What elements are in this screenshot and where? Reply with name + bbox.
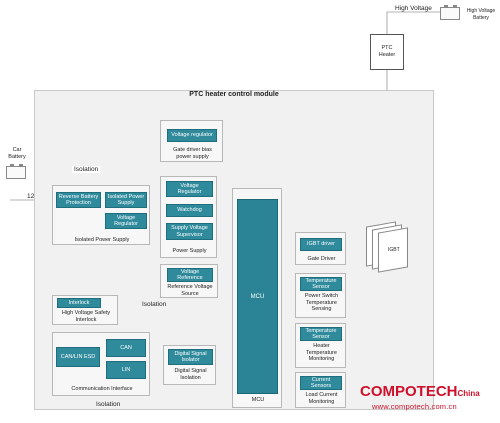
watchdog: Watchdog (166, 204, 213, 217)
reference-voltage-caption: Reference Voltage Source (167, 284, 213, 297)
power-voltage-regulator: Voltage Regulator (166, 181, 213, 197)
twelve-volt-label: 12V (27, 193, 39, 200)
hv-safety-interlock-block: Interlock High Voltage Safety Interlock (52, 295, 118, 325)
gate-bias-voltage-regulator: Voltage regulator (167, 129, 217, 142)
power-supply-block: Voltage Regulator Watchdog Supply Voltag… (160, 176, 217, 258)
power-switch-temp-block: Temperature Sensor Power Switch Temperat… (295, 273, 346, 318)
compotech-watermark: COMPOTECHChina (360, 383, 500, 401)
digital-signal-isolator: Digital Signal Isolator (168, 349, 213, 365)
heater-temp-caption: Heater Temperature Monitoring (306, 343, 337, 362)
mcu-block: MCU MCU (232, 188, 282, 408)
igbt-stack: IGBT (366, 221, 410, 274)
mcu-core: MCU (237, 199, 278, 394)
mcu-caption: MCU (251, 397, 265, 403)
power-supply-caption: Power Supply (172, 248, 207, 254)
switch-temperature-sensor: Temperature Sensor (300, 277, 342, 291)
voltage-reference: Voltage Reference (167, 268, 213, 282)
isolated-power-supply: Isolated Power Supply (105, 192, 147, 208)
gate-bias-caption: Gate driver bias power supply (173, 147, 212, 160)
ptc-heater-box: PTC Heater (370, 34, 404, 70)
dsi-caption: Digital Signal Isolation (174, 368, 207, 381)
gate-driver-block: IGBT driver Gate Driver (295, 232, 346, 265)
watermark-suffix: China (457, 389, 480, 398)
car-battery-label: Car Battery (8, 147, 26, 160)
igbt-label: IGBT (388, 247, 400, 253)
watermark-url: www.compotech.com.cn (372, 402, 457, 411)
interlock-caption: High Voltage Safety Interlock (61, 310, 111, 323)
communication-interface-block: CAN/LIN ESD CAN LIN Communication Interf… (52, 332, 150, 396)
isolated-power-supply-block: Reverse Battery Protection Isolated Powe… (52, 185, 150, 245)
module-title: PTC heater control module (189, 91, 279, 98)
load-current-block: Current Sensors Load Current Monitoring (295, 372, 346, 408)
heater-temp-block: Temperature Sensor Heater Temperature Mo… (295, 323, 346, 368)
lin: LIN (106, 361, 146, 379)
communication-caption: Communication Interface (71, 386, 133, 392)
isolation-label-middle: Isolation (140, 301, 169, 308)
hv-battery-icon (440, 5, 460, 20)
power-switch-temp-caption: Power Switch Temperature Sensing (304, 293, 339, 312)
hv-battery-label: High Voltage Battery (466, 8, 496, 21)
load-current-caption: Load Current Monitoring (305, 392, 338, 405)
interlock: Interlock (57, 298, 101, 308)
isolated-ps-caption: Isolated Power Supply (74, 237, 130, 243)
can: CAN (106, 339, 146, 357)
reverse-battery-protection: Reverse Battery Protection (56, 192, 101, 208)
igbt-driver: IGBT driver (300, 238, 342, 251)
reference-voltage-block: Voltage Reference Reference Voltage Sour… (160, 264, 218, 298)
isolation-label-bottom: Isolation (94, 401, 123, 408)
gate-driver-caption: Gate Driver (307, 256, 336, 262)
high-voltage-label: High Voltage (395, 5, 432, 12)
watermark-brand: COMPOTECH (360, 383, 458, 400)
supply-voltage-supervisor: Supply Voltage Supervisor (166, 223, 213, 240)
can-lin-esd: CAN/LIN ESD (56, 347, 100, 367)
digital-signal-isolation-block: Digital Signal Isolator Digital Signal I… (163, 345, 216, 385)
car-battery-icon (6, 164, 26, 179)
isolated-voltage-regulator: Voltage Regulator (105, 213, 147, 229)
ptc-heater-label: PTC Heater (378, 45, 396, 58)
heater-temperature-sensor: Temperature Sensor (300, 327, 342, 341)
gate-driver-bias-block: Voltage regulator Gate driver bias power… (160, 120, 223, 162)
isolation-label-top: Isolation (72, 166, 101, 173)
current-sensors: Current Sensors (300, 376, 342, 390)
